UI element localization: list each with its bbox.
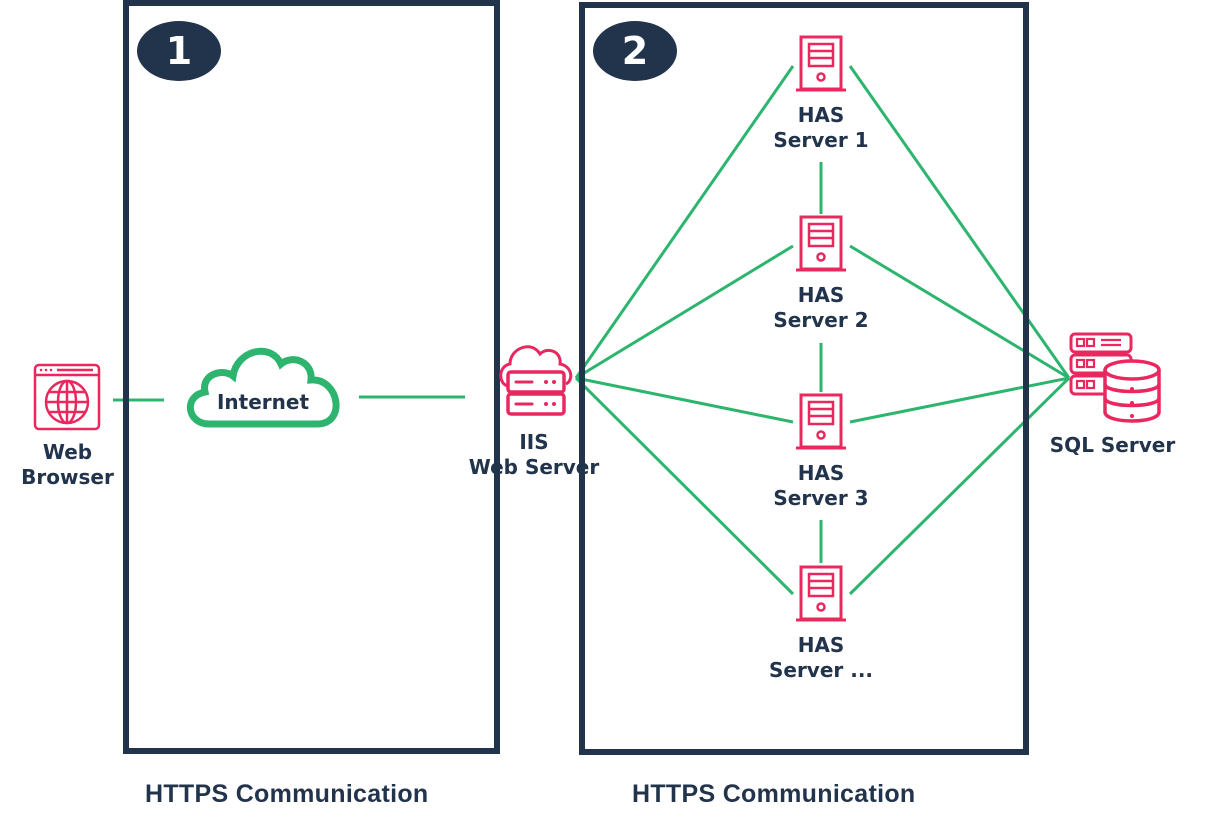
connector-iis-has1 [574,65,795,379]
connector-iis-has4 [574,376,795,596]
connector-has1-sql [848,65,1071,379]
has-server-label-line1: HAS [797,461,845,485]
browser-globe-icon [33,363,101,431]
connector-has4-sql [848,376,1071,596]
sql-server-label: SQL Server [1049,433,1176,457]
web-browser-label-line1: Web [42,440,93,464]
server-tower-icon [796,393,846,455]
cloud-icon [186,347,340,428]
server-tower-icon [796,215,846,277]
zone-1-caption: HTTPS Communication [145,780,429,808]
internet-label: Internet [216,390,310,414]
web-browser-label-line2: Browser [21,465,114,489]
has-server-label-line1: HAS [797,283,845,307]
connector-has3-sql [849,376,1070,424]
iis-label: IIS Web Server [464,430,604,480]
server-tower-icon [796,35,846,97]
has-server-label-line2: Server ... [768,658,874,682]
zone-1-frame [123,0,500,754]
zone-2-badge: 2 [593,21,677,81]
has-server-label-line2: Server 3 [773,486,869,510]
has-server-label-line1: HAS [797,103,845,127]
connector-iis-has3 [575,376,794,424]
web-browser-label: Web Browser [10,440,125,490]
has-server-label-line1: HAS [797,633,845,657]
zone-1-badge: 1 [137,21,221,81]
iis-label-line1: IIS [519,430,549,454]
cloud-server-icon [499,345,573,416]
connector-iis-has2 [575,244,794,380]
server-tower-icon [796,565,846,627]
zone-2-caption: HTTPS Communication [632,780,916,808]
has-server-label-line2: Server 1 [773,128,869,152]
zone-2-frame [579,2,1029,755]
iis-label-line2: Web Server [468,455,600,479]
connector-has2-sql [849,244,1070,380]
has-server-label-line2: Server 2 [773,308,869,332]
database-server-icon [1069,332,1161,423]
